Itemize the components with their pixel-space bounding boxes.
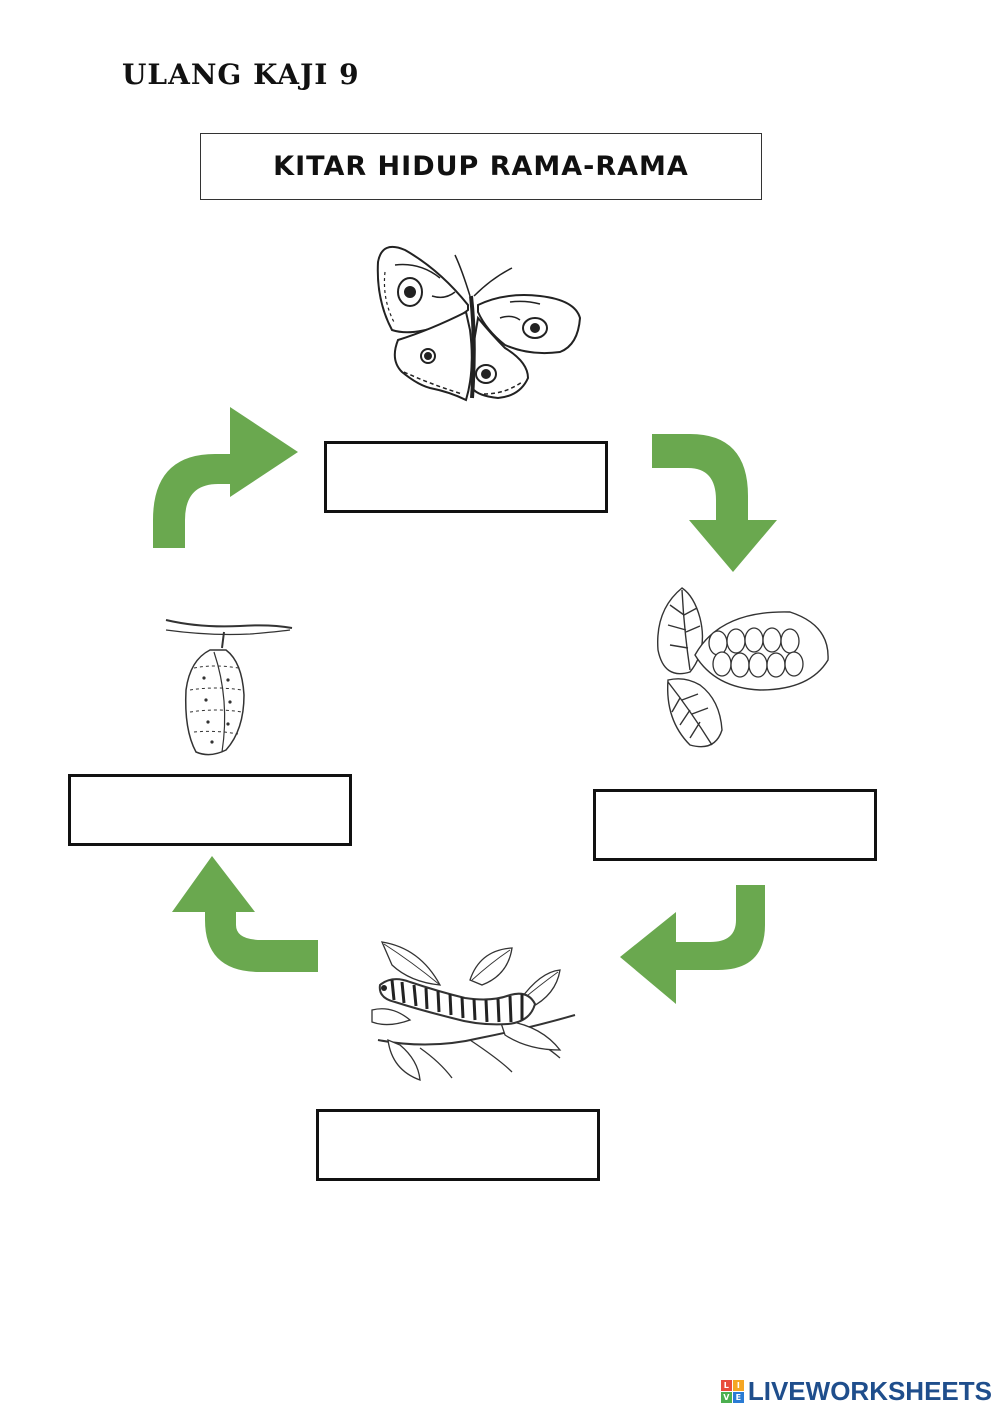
answer-box-eggs[interactable]: [593, 789, 877, 861]
answer-box-pupa[interactable]: [68, 774, 352, 846]
eggs-on-leaf-illustration: [657, 587, 829, 748]
butterfly-illustration: [376, 246, 582, 402]
arrow-pupa-to-butterfly: [153, 407, 298, 548]
arrow-butterfly-to-eggs: [652, 434, 777, 572]
answer-box-caterpillar[interactable]: [316, 1109, 600, 1181]
diagram-title: KITAR HIDUP RAMA-RAMA: [273, 151, 689, 182]
brand-name: LIVEWORKSHEETS: [747, 1376, 992, 1406]
arrow-eggs-to-caterpillar: [620, 885, 765, 1004]
logo-cell: E: [732, 1392, 744, 1403]
footer-brand: L I V E LIVEWORKSHEETS: [720, 1376, 992, 1407]
page-heading: ULANG KAJI 9: [122, 58, 360, 91]
logo-cell: L: [720, 1380, 732, 1391]
arrow-caterpillar-to-pupa: [172, 856, 318, 972]
pupa-illustration: [165, 619, 293, 756]
logo-cell: V: [720, 1392, 732, 1403]
caterpillar-illustration: [371, 941, 576, 1081]
liveworksheets-logo-icon: L I V E: [720, 1380, 744, 1403]
logo-cell: I: [732, 1380, 744, 1391]
cycle-arrows: [153, 407, 777, 1004]
answer-box-butterfly[interactable]: [324, 441, 608, 513]
title-box: KITAR HIDUP RAMA-RAMA: [200, 133, 762, 200]
